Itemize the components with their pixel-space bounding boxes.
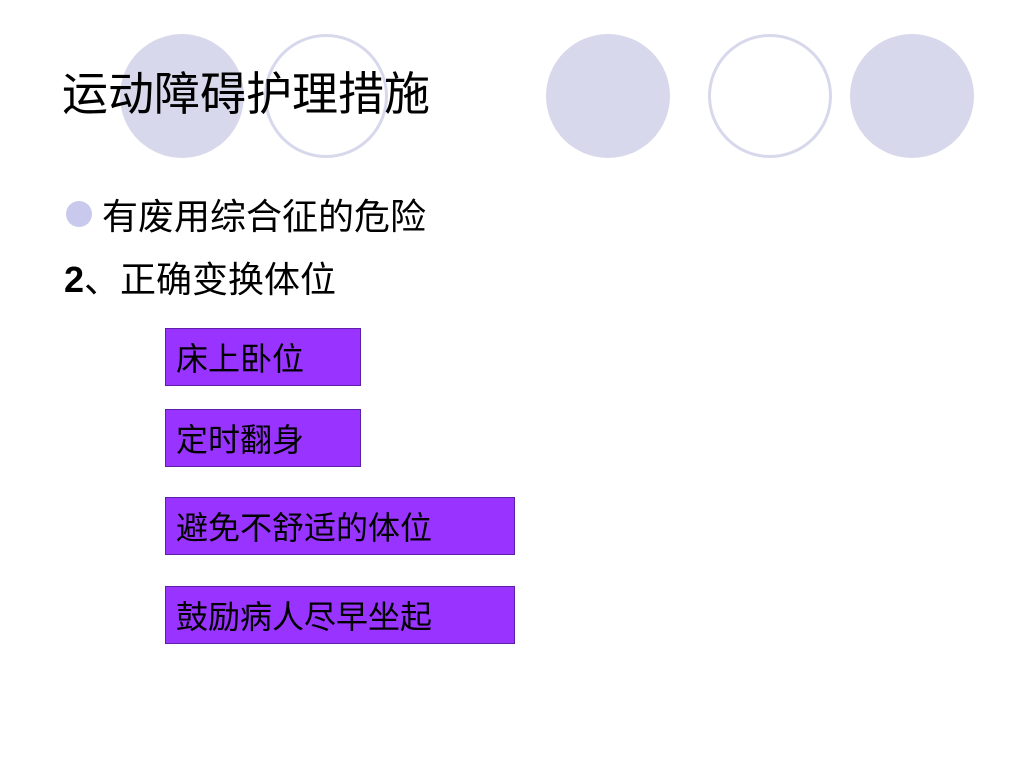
section-number: 2 [64, 259, 85, 300]
decor-circle-filled [120, 34, 244, 158]
item-box-regular-turning: 定时翻身 [165, 409, 361, 467]
item-box-label: 定时翻身 [176, 421, 305, 459]
section-text: 、正确变换体位 [84, 260, 337, 301]
decor-circle-filled [546, 34, 670, 158]
item-box-label: 鼓励病人尽早坐起 [176, 598, 433, 636]
bullet-item: 有废用综合征的危险 [66, 190, 426, 238]
section-heading: 2、正确变换体位 [64, 254, 336, 307]
item-box-avoid-uncomfortable: 避免不舒适的体位 [165, 497, 515, 555]
decor-circle-filled [850, 34, 974, 158]
item-box-bed-position: 床上卧位 [165, 328, 361, 386]
item-box-label: 床上卧位 [176, 340, 305, 378]
decor-circle-outline [264, 34, 388, 158]
bullet-dot-icon [66, 201, 92, 227]
slide-title: 运动障碍护理措施 [62, 67, 430, 121]
item-box-label: 避免不舒适的体位 [176, 509, 433, 547]
bullet-text: 有废用综合征的危险 [102, 197, 427, 238]
item-box-early-sitting: 鼓励病人尽早坐起 [165, 586, 515, 644]
decor-circle-outline [708, 34, 832, 158]
